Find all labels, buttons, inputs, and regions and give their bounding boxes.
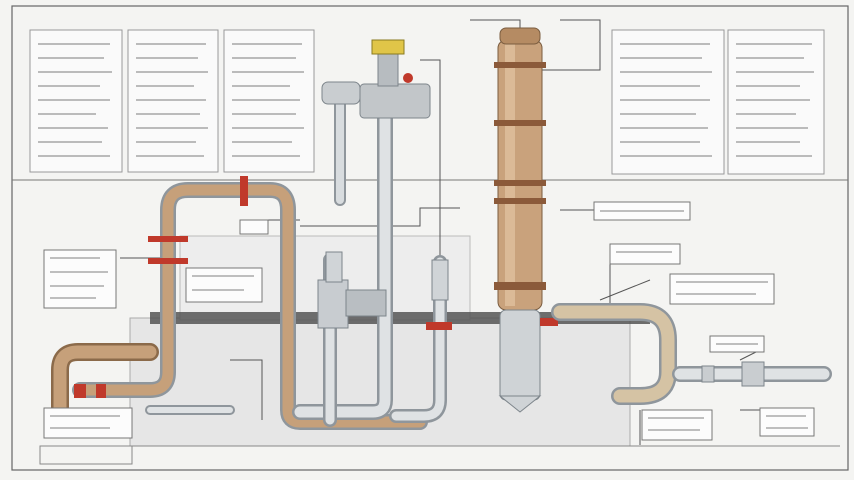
outlet-pipe-right [551, 303, 832, 405]
copper-pipe-left [51, 182, 428, 430]
drawing-frame [11, 5, 849, 471]
valve-assembly-top [321, 39, 431, 119]
valve-cluster-center [317, 251, 452, 330]
notes-panels-left [29, 29, 315, 173]
title-block [39, 445, 133, 465]
notes-panels-right [611, 29, 825, 175]
vertical-column [494, 27, 558, 413]
red-flanges [74, 176, 248, 398]
callout-text-marks [50, 210, 808, 431]
